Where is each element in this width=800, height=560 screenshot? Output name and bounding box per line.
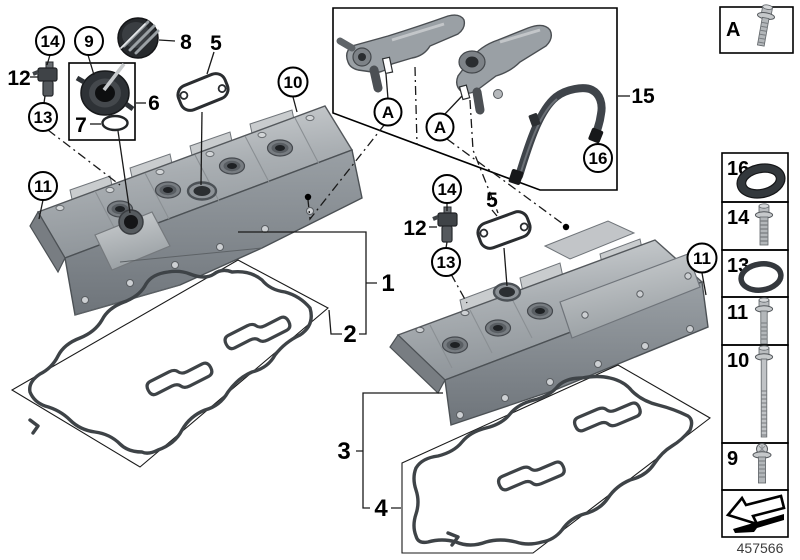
vent-valve-right bbox=[455, 24, 553, 115]
callout-14-right[interactable]: 14 bbox=[432, 174, 462, 204]
vent-valve-left bbox=[336, 14, 466, 93]
vent-gasket-left bbox=[176, 72, 230, 112]
callout-a-right[interactable]: A bbox=[425, 112, 455, 142]
screw-11-icon bbox=[754, 297, 774, 345]
figure-number: 457566 bbox=[737, 540, 784, 556]
right-cover-vent-port bbox=[492, 282, 522, 302]
left-gasket-set bbox=[10, 259, 329, 468]
svg-text:14[interactable]: 14 bbox=[438, 180, 457, 199]
legend-item-9[interactable]: 9 bbox=[721, 442, 789, 491]
right-gasket-set bbox=[401, 364, 711, 554]
screw-10-icon bbox=[754, 345, 774, 438]
callout-12-right[interactable]: 12 bbox=[403, 217, 426, 240]
legend-item-16[interactable]: 16 bbox=[721, 152, 789, 203]
callout-11-right[interactable]: 11 bbox=[686, 242, 718, 274]
bracket-3-4 bbox=[356, 392, 443, 509]
callout-8[interactable]: 8 bbox=[180, 31, 192, 54]
direction-arrow-icon bbox=[725, 494, 786, 533]
svg-text:11[interactable]: 11 bbox=[34, 177, 52, 196]
svg-text:14[interactable]: 14 bbox=[41, 32, 60, 51]
svg-text:16[interactable]: 16 bbox=[589, 149, 608, 168]
oil-filler-opening bbox=[118, 209, 144, 235]
legend-item-10[interactable]: 10 bbox=[721, 344, 789, 444]
svg-text:9[interactable]: 9 bbox=[84, 32, 93, 51]
camshaft-sensor-right bbox=[432, 206, 458, 243]
callout-16[interactable]: 16 bbox=[583, 143, 613, 173]
screw-14-icon bbox=[754, 203, 774, 246]
svg-text:11: 11 bbox=[727, 302, 748, 324]
svg-text:A[interactable]: A bbox=[382, 103, 394, 122]
callout-15[interactable]: 15 bbox=[631, 85, 655, 108]
callout-11-left[interactable]: 11 bbox=[28, 171, 58, 201]
vent-gasket-right bbox=[476, 210, 532, 250]
svg-text:9: 9 bbox=[727, 448, 738, 470]
leader-lines bbox=[30, 39, 707, 509]
screw-a-icon bbox=[756, 2, 777, 47]
callout-12-left[interactable]: 12 bbox=[7, 67, 30, 90]
o-ring-icon bbox=[738, 261, 784, 293]
legend-direction-arrow-box bbox=[721, 489, 789, 538]
svg-text:13[interactable]: 13 bbox=[437, 253, 456, 272]
left-valve-cover bbox=[29, 105, 363, 316]
screw-9-icon bbox=[752, 443, 772, 484]
callout-a-left[interactable]: A bbox=[373, 97, 403, 127]
svg-text:13: 13 bbox=[727, 255, 749, 277]
callout-5-right[interactable]: 5 bbox=[486, 189, 498, 212]
legend-item-13[interactable]: 13 bbox=[721, 249, 789, 298]
vent-valve-assembly-box bbox=[332, 7, 618, 191]
callout-9[interactable]: 9 bbox=[74, 26, 104, 56]
oil-filler-detail-box bbox=[68, 62, 136, 141]
callout-6[interactable]: 6 bbox=[148, 92, 160, 115]
legend-item-11[interactable]: 11 bbox=[721, 296, 789, 346]
legend-a-label: A bbox=[726, 19, 740, 41]
callout-5-left[interactable]: 5 bbox=[210, 32, 222, 55]
oil-filler-neck bbox=[75, 62, 135, 116]
legend-box-a[interactable]: A bbox=[719, 2, 794, 54]
camshaft-sensor-left bbox=[32, 61, 58, 97]
callout-13-left[interactable]: 13 bbox=[28, 102, 58, 132]
svg-text:A[interactable]: A bbox=[434, 118, 446, 137]
svg-text:10: 10 bbox=[727, 350, 749, 372]
svg-text:11[interactable]: 11 bbox=[693, 249, 711, 268]
filler-neck-o-ring bbox=[101, 114, 129, 132]
svg-text:10[interactable]: 10 bbox=[284, 73, 303, 92]
oil-filler-cap bbox=[117, 17, 160, 59]
bracket-1-2 bbox=[238, 231, 377, 335]
legend-column: A 16 14 bbox=[719, 2, 794, 556]
callouts: 14 9 12 13 11 8 5 6 7 10 1 2 3 4 14 12 bbox=[7, 26, 718, 522]
callout-1[interactable]: 1 bbox=[381, 270, 394, 297]
callout-14-left[interactable]: 14 bbox=[35, 26, 65, 56]
callout-10-left[interactable]: 10 bbox=[277, 66, 309, 98]
vent-hose bbox=[508, 84, 606, 185]
callout-2[interactable]: 2 bbox=[343, 321, 356, 348]
callout-4[interactable]: 4 bbox=[374, 495, 388, 522]
svg-text:14: 14 bbox=[727, 207, 750, 229]
svg-text:13[interactable]: 13 bbox=[34, 108, 53, 127]
callout-7[interactable]: 7 bbox=[75, 114, 87, 137]
legend-item-14[interactable]: 14 bbox=[721, 201, 789, 251]
profile-seal-icon bbox=[736, 163, 786, 199]
callout-3[interactable]: 3 bbox=[337, 438, 350, 465]
callout-13-right[interactable]: 13 bbox=[431, 247, 461, 277]
right-valve-cover bbox=[389, 220, 709, 426]
left-cover-vent-port bbox=[186, 181, 218, 201]
